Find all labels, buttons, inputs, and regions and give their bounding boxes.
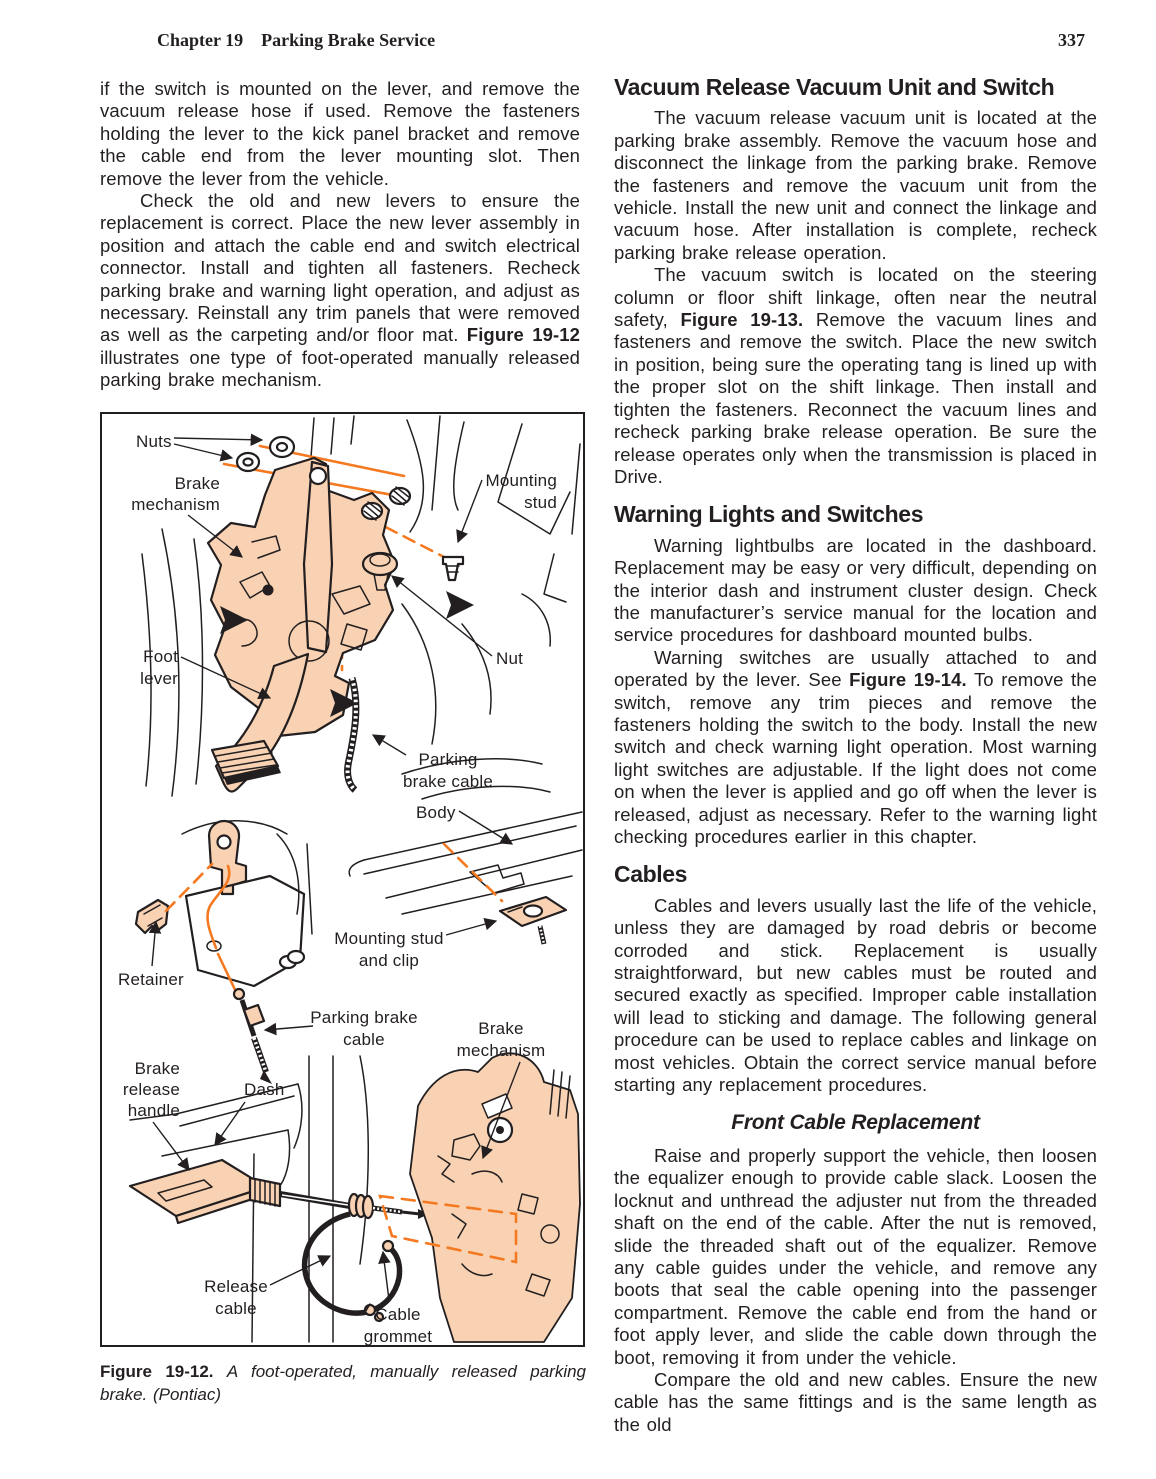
label-nut: Nut: [496, 649, 523, 668]
mounting-stud-clip-icon: [498, 895, 568, 945]
label-cable-grommet: Cable: [375, 1305, 420, 1324]
label-mounting-stud: Mounting: [485, 471, 557, 490]
page-number: 337: [1058, 30, 1085, 50]
chapter-number: Chapter 19: [157, 30, 244, 50]
chapter-title: Parking Brake Service: [261, 30, 436, 50]
paragraph: Raise and properly support the vehicle, …: [614, 1144, 1097, 1368]
mounting-stud-icon: [441, 555, 465, 582]
flange-nut-icon: [361, 551, 399, 591]
brake-release-handle-shape: [128, 1158, 268, 1218]
figure-19-12: Nuts Brake mechanism Mounting stud Foot …: [100, 412, 585, 1347]
label-release-cable: cable: [215, 1299, 257, 1318]
label-brake-release-handle: Brake: [135, 1059, 180, 1078]
parking-brake-illustration: Nuts Brake mechanism Mounting stud Foot …: [118, 415, 583, 1345]
threaded-cable-end: [232, 987, 272, 1084]
label-brake-release-handle: handle: [128, 1101, 180, 1120]
direction-arrow: [446, 591, 474, 619]
label-foot-lever: Foot: [143, 647, 178, 666]
label-mounting-stud-and-clip: Mounting stud: [334, 929, 443, 948]
left-column: if the switch is mounted on the lever, a…: [100, 78, 580, 392]
label-cable-grommet: grommet: [364, 1327, 433, 1345]
label-parking-brake-cable: Parking: [418, 750, 477, 769]
label-mounting-stud: stud: [524, 493, 557, 512]
body-rail: [348, 811, 583, 915]
direction-arrow: [220, 606, 248, 634]
bracket: [184, 874, 306, 988]
release-cable-loop: [301, 1211, 403, 1316]
stud-icons: [360, 486, 412, 521]
car-structure-lines: [141, 415, 581, 935]
paragraph: Cables and levers usually last the life …: [614, 894, 1097, 1096]
figure-caption: Figure 19-12. A foot-operated, manually …: [100, 1362, 586, 1404]
right-column: Vacuum Release Vacuum Unit and Switch Th…: [614, 74, 1097, 1436]
label-body: Body: [416, 803, 456, 822]
brake-mechanism-2-shape: [409, 1052, 581, 1343]
paragraph: Compare the old and new cables. Ensure t…: [614, 1368, 1097, 1435]
cable-grommet-icon: [347, 1192, 375, 1220]
label-leaders: [148, 433, 521, 1301]
paragraph: Check the old and new levers to ensure t…: [100, 190, 581, 391]
label-brake-mechanism-2: Brake: [478, 1019, 523, 1038]
direction-arrow: [330, 689, 358, 717]
label-parking-brake-cable: brake cable: [403, 772, 493, 791]
label-foot-lever: lever: [140, 669, 178, 688]
section-heading: Cables: [614, 861, 688, 888]
label-brake-mechanism: mechanism: [131, 495, 220, 514]
coil-cable: [345, 677, 358, 792]
label-brake-mechanism: Brake: [175, 474, 220, 493]
figure-labels: Nuts Brake mechanism Mounting stud Foot …: [118, 432, 557, 1345]
label-release-cable: Release: [204, 1277, 268, 1296]
page-header: Chapter 19 Parking Brake Service 337: [0, 30, 1156, 56]
label-mounting-stud-and-clip: and clip: [359, 951, 419, 970]
paragraph: Warning switches are usually attached to…: [614, 646, 1097, 847]
retainer-icon: [134, 898, 170, 935]
section-heading: Warning Lights and Switches: [614, 501, 924, 528]
pedal-assembly: [206, 435, 474, 793]
label-parking-brake-cable-2: cable: [343, 1030, 385, 1049]
release-handle-assembly: [128, 1052, 581, 1343]
label-parking-brake-cable-2: Parking brake: [310, 1008, 418, 1027]
label-nuts: Nuts: [136, 432, 172, 451]
paragraph: if the switch is mounted on the lever, a…: [100, 78, 580, 189]
cable-and-bracket-assembly: [134, 811, 583, 1084]
label-brake-release-handle: release: [123, 1080, 180, 1099]
label-brake-mechanism-2: mechanism: [457, 1041, 546, 1060]
label-retainer: Retainer: [118, 970, 184, 989]
section-heading: Vacuum Release Vacuum Unit and Switch: [614, 74, 1055, 100]
orange-highlight-outline: [378, 1194, 518, 1264]
paragraph: Warning lightbulbs are located in the da…: [614, 534, 1097, 646]
subsection-heading: Front Cable Replacement: [731, 1111, 980, 1135]
nut-icons: [235, 435, 296, 473]
label-dash: Dash: [244, 1080, 285, 1099]
paragraph: The vacuum release vacuum unit is locate…: [614, 107, 1097, 263]
running-head: Chapter 19 Parking Brake Service: [157, 30, 435, 51]
paragraph: The vacuum switch is located on the stee…: [614, 264, 1097, 487]
